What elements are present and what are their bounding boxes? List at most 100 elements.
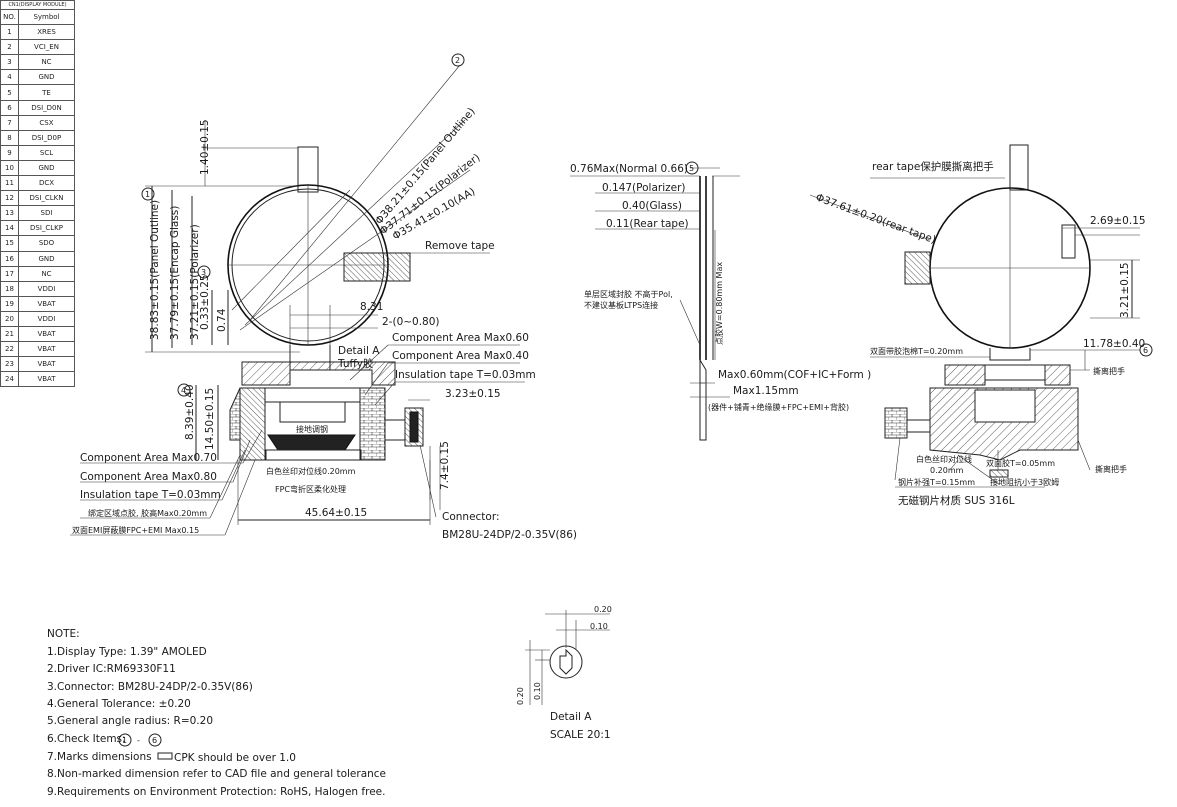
dim-4564: 45.64±0.15 (305, 507, 367, 519)
dim-060: Max0.60mm(COF+IC+Form ) (718, 369, 871, 381)
note-3: 3.Connector: BM28U-24DP/2-0.35V(86) (47, 681, 253, 693)
note-5: 5.General angle radius: R=0.20 (47, 715, 214, 727)
svg-text:1: 1 (145, 190, 150, 199)
component-area-070: Component Area Max0.70 (80, 452, 217, 464)
svg-text:3: 3 (201, 268, 206, 277)
dim-115: Max1.15mm (733, 385, 799, 397)
detail-title: Detail A (550, 711, 592, 723)
dim-321: 3.21±0.15 (1119, 262, 1131, 318)
stack-note: (器件+铺青+绝缘膜+FPC+EMI+背胶) (708, 402, 849, 412)
note-7: 7.Marks dimensions (47, 751, 152, 763)
remove-tape-label: Remove tape (425, 240, 495, 252)
left-wall (239, 387, 266, 461)
dim-011: 0.11(Rear tape) (606, 218, 689, 230)
component-area-040: Component Area Max0.40 (392, 350, 529, 362)
dim-074: 0.74 (216, 308, 228, 332)
detail-a-view: 0.20 0.10 0.20 0.10 Detail A SCALE 20:1 (516, 605, 612, 741)
detail-dim-020-left: 0.20 (516, 687, 525, 705)
bond-area-label: 绑定区域点胶, 胶高Max0.20mm (88, 508, 207, 518)
check-circle-4: 4 (177, 383, 191, 397)
check-circle-6 (1139, 343, 1153, 357)
connector-part: BM28U-24DP/2-0.35V(86) (442, 529, 577, 541)
rear-view: 6 rear tape保护膜撕离把手 Φ37.61±0.20(rear tape… (809, 144, 1153, 507)
check-circle-2: 2 (451, 53, 465, 67)
check-circle-5 (685, 161, 699, 175)
component-area-080: Component Area Max0.80 (80, 471, 217, 483)
dim-1450: 14.50±0.15 (204, 388, 216, 450)
grounding-label: 接地调钢 (296, 424, 328, 434)
note-1: 1.Display Type: 1.39" AMOLED (47, 646, 207, 658)
side-view: 5 0.76Max(Normal 0.66) 0.147(Polarizer) … (570, 161, 871, 441)
detail-dim-010-left: 0.10 (533, 682, 542, 700)
detail-scale: SCALE 20:1 (550, 729, 611, 741)
dim-831: 8.31 (360, 301, 383, 313)
marks-box (157, 752, 173, 760)
dim-encap-height: 37.79±0.15(Encap Glass) (169, 206, 181, 340)
double-tape-label: 双面胶T=0.05mm (986, 458, 1055, 468)
svg-text:1: 1 (122, 736, 127, 745)
svg-text:-: - (137, 736, 140, 745)
front-view-labels: Φ38.21±0.15(Panel Outline) Φ37.71±0.15(P… (72, 53, 577, 541)
dim-0147: 0.147(Polarizer) (602, 182, 686, 194)
material-label: 无磁钢片材质 SUS 316L (898, 494, 1015, 507)
detail-dim-020-top: 0.20 (594, 605, 612, 614)
emi-label: 双面EMI屏蔽膜FPC+EMI Max0.15 (72, 525, 199, 535)
dim-040: 0.40(Glass) (622, 200, 682, 212)
note-2: 2.Driver IC:RM69330F11 (47, 663, 176, 675)
dim-839: 8.39±0.40 (184, 384, 196, 440)
rear-connector (884, 407, 908, 439)
note-8: 8.Non-marked dimension refer to CAD file… (47, 768, 387, 780)
note-4: 4.General Tolerance: ±0.20 (47, 698, 191, 710)
dim-076: 0.76Max(Normal 0.66) (570, 163, 688, 175)
note-ltps: 不建议基板LTPS连接 (584, 300, 658, 310)
upper-bracket (241, 361, 396, 386)
component-area-060: Component Area Max0.60 (392, 332, 529, 344)
silk-label: 白色丝印对位线 (916, 454, 972, 464)
dim-74: 7.4±0.15 (439, 441, 451, 490)
insulation-tape-right: Insulation tape T=0.03mm (395, 369, 536, 381)
svg-text:2: 2 (455, 56, 460, 65)
right-wall (359, 387, 386, 461)
dim-269: 2.69±0.15 (1090, 215, 1146, 227)
silk-line-label: 白色丝印对位线0.20mm (266, 466, 356, 476)
svg-text:6: 6 (152, 736, 157, 745)
ground-resistance-label: 接地阻抗小于3欧姆 (990, 477, 1059, 487)
pin-symbol: VBAT (18, 371, 75, 388)
foam-label: 双面带胶泡棉T=0.20mm (870, 346, 963, 356)
detail-a-callout: Detail A (338, 345, 380, 357)
rear-diameter: Φ37.61±0.20(rear tape) (814, 192, 937, 247)
peel-handle-bottom: 撕离把手 (1095, 464, 1127, 474)
silk-020: 0.20mm (930, 466, 964, 475)
tuffy-label: Tuffy胶 (337, 357, 374, 370)
svg-text:5: 5 (689, 164, 694, 173)
check-circle-3: 3 (197, 265, 211, 279)
notes-title: NOTE: (47, 628, 80, 640)
dim-top: 1.40±0.15 (199, 119, 211, 175)
dim-2-range: 2-(0~0.80) (382, 316, 440, 328)
connector-block (267, 434, 356, 451)
svg-text:6: 6 (1143, 346, 1148, 355)
note-9: 9.Requirements on Environment Protection… (47, 786, 386, 798)
rear-tab (904, 251, 931, 285)
insulation-tape-left: Insulation tape T=0.03mm (80, 489, 221, 501)
rear-body (929, 387, 1079, 461)
note-single-layer: 单层区域封胶 不高于Pol, (584, 289, 673, 299)
dim-w: 点胶W=0.80mm Max (714, 262, 724, 345)
dim-1178: 11.78±0.40 (1083, 338, 1145, 350)
steel-label: 钢片补强T=0.15mm (898, 477, 975, 487)
pin-symbol: VDDI (18, 280, 75, 297)
remove-tape (343, 252, 411, 282)
dim-panel-height: 38.83±0.15(Panel Outline) (149, 200, 161, 340)
rear-tape-label: rear tape保护膜撕离把手 (872, 160, 994, 173)
